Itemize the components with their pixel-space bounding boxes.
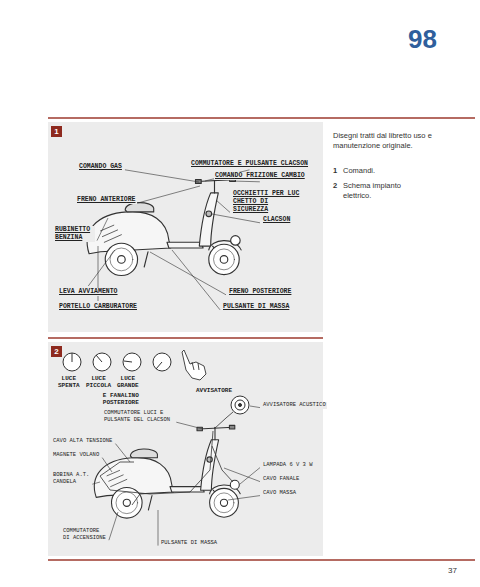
leader-lines [88, 170, 260, 546]
leader-line [216, 200, 230, 212]
part-label: AVVISATORE ACUSTICO [262, 402, 327, 409]
wiring [214, 412, 233, 429]
red-rule [48, 117, 475, 119]
switch-symbol [153, 353, 171, 371]
part-label: LAMPADA 6 V 3 W [262, 462, 314, 469]
caption: Disegni tratti dal libretto uso e manute… [333, 131, 465, 151]
hand-pointer [192, 362, 199, 370]
part-label: PORTELLO CARBURATORE [58, 303, 138, 311]
horn-symbol [231, 396, 249, 414]
page-number: 37 [448, 566, 457, 575]
hand-pointer [182, 350, 206, 380]
wiring [132, 494, 140, 505]
part-label: LEVA AVVIAMENTO [58, 288, 119, 296]
leader-line [158, 510, 159, 546]
switch-label: LUCE SPENTA [58, 376, 80, 390]
switch-label: E FANALINO POSTERIORE [101, 393, 141, 407]
wiring [100, 412, 233, 505]
switch-symbol [93, 353, 111, 371]
switch-symbol [124, 361, 132, 362]
hand-pointer [182, 350, 206, 380]
part-label: FRENO ANTERIORE [76, 196, 137, 204]
leader-line [139, 186, 200, 203]
part-label: COMANDO GAS [78, 163, 123, 171]
section-number: 98 [408, 24, 437, 55]
leader-line [88, 250, 115, 286]
leader-line [92, 482, 100, 484]
part-label: COMANDO FRIZIONE CAMBIO [214, 172, 306, 180]
part-label: BOBINA A.T. CANDELA [52, 472, 90, 485]
red-rule [48, 559, 475, 561]
part-label: COMMUTATORE LUCI E PULSANTE DEL CLACSON [103, 410, 174, 423]
leader-line [172, 250, 220, 310]
part-label: CAVO ALTA TENSIONE [52, 438, 113, 445]
leader-line [212, 214, 260, 223]
horn-symbol [235, 400, 245, 410]
part-label: CAVO MASSA [262, 490, 297, 497]
red-rule [48, 337, 323, 339]
panel-number: 1 [51, 126, 62, 137]
switch-symbol [96, 355, 102, 362]
caption-item: Comandi. [343, 166, 375, 176]
switch-symbol [63, 353, 171, 371]
leader-line [109, 512, 118, 540]
leader-line [97, 218, 108, 241]
switch-label: LUCE GRANDE [117, 376, 139, 390]
part-label: COMMUTATORE E PULSANTE CLACSON [190, 160, 309, 168]
part-label: RUBINETTO BENZINA [54, 226, 95, 242]
switch-symbol [72, 353, 73, 362]
leader-line [176, 422, 203, 429]
caption-item: Schema impianto elettrico. [343, 181, 407, 201]
scooter-drawing [87, 178, 241, 276]
part-label: OCCHIETTI PER LUC CHETTO DI SICUREZZA [232, 190, 302, 213]
leader-line [125, 170, 199, 182]
wiring [100, 431, 213, 494]
part-label: COMMUTATORE DI ACCENSIONE [62, 528, 107, 541]
caption-number: 2 [333, 181, 337, 191]
leader-line [224, 468, 260, 482]
leader-line [231, 181, 260, 183]
part-label: CAVO FANALE [262, 476, 300, 483]
switch-label: AVVISATORE [196, 388, 232, 395]
horn-symbol [231, 396, 249, 414]
leader-line [228, 496, 260, 500]
leader-line [250, 406, 260, 408]
panel-number: 2 [51, 346, 62, 357]
switch-symbol [156, 362, 162, 369]
part-label: CLACSON [262, 216, 291, 224]
leader-line [240, 468, 260, 484]
panel-ground [48, 342, 323, 556]
leader-line [102, 458, 112, 472]
scooter-drawing [94, 425, 240, 518]
leader-line [115, 444, 130, 462]
red-rule [48, 118, 475, 560]
horn-symbol [239, 404, 242, 407]
switch-label: LUCE PICCOLA [86, 376, 111, 390]
leader-line [150, 252, 226, 295]
part-label: FRENO POSTERIORE [228, 288, 292, 296]
part-label: PULSANTE DI MASSA [160, 540, 218, 547]
wiring [212, 446, 233, 482]
part-label: MAGNETE VOLANO [52, 452, 100, 459]
panel-ground [48, 122, 323, 332]
wiring [100, 462, 134, 476]
switch-symbol [123, 353, 141, 371]
caption-number: 1 [333, 166, 337, 176]
part-label: PULSANTE DI MASSA [222, 303, 290, 311]
switch-symbol [63, 353, 81, 371]
